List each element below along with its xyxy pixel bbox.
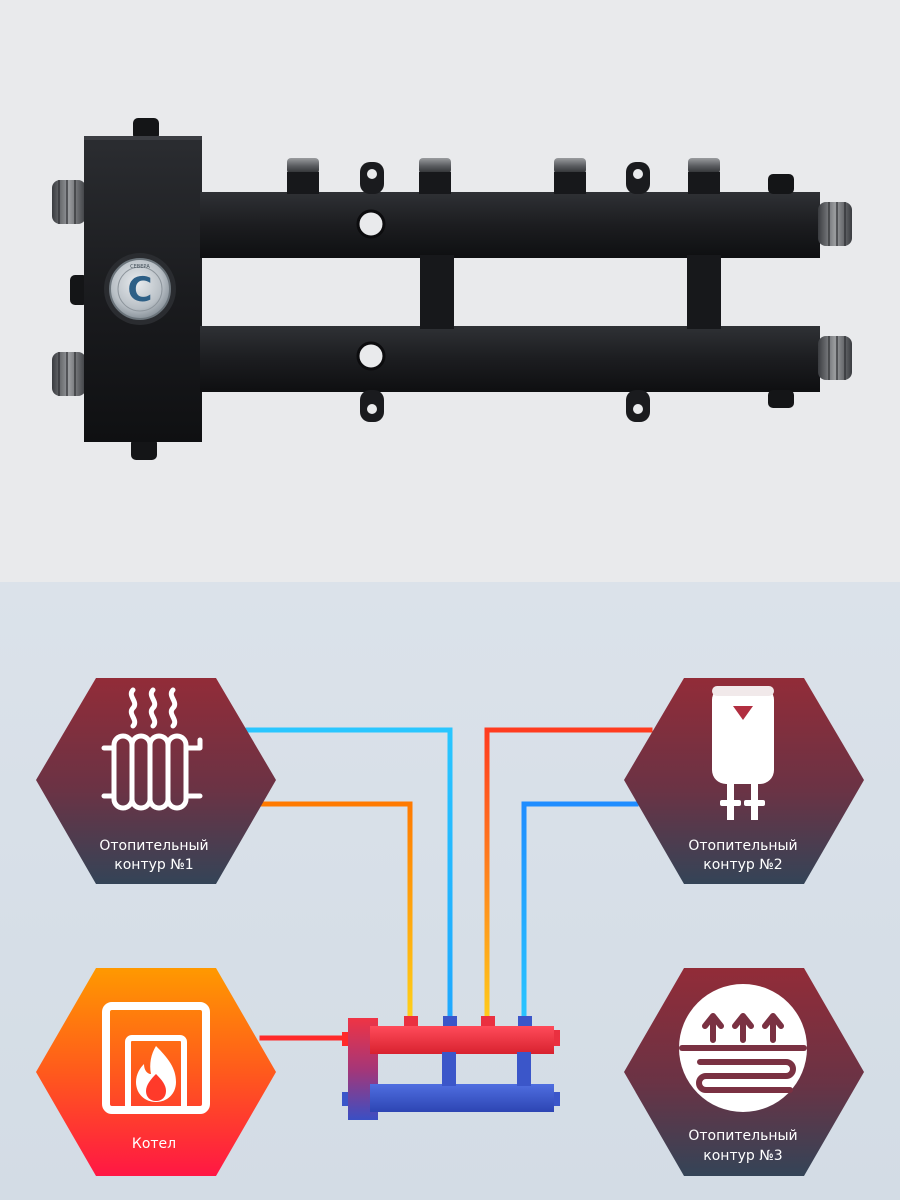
manifold-supply-bar (370, 1026, 554, 1054)
hydraulic-manifold-product: C СЕВЕРА (52, 118, 852, 460)
right-connector-bottom (818, 336, 852, 380)
pipe-network (245, 727, 653, 1101)
drain-plug (768, 390, 794, 408)
pipe-circuit1-supply (259, 801, 413, 1023)
mount-tab-top-1 (360, 162, 384, 194)
floor-heating-icon (679, 984, 807, 1112)
mount-hole-bottom (356, 341, 386, 371)
boiler-flame-icon (102, 1002, 210, 1114)
mount-tab-bottom-2 (626, 390, 650, 422)
pipe-circuit1-return (245, 727, 453, 1023)
mount-tab-bottom-1 (360, 390, 384, 422)
left-connector-bottom (52, 352, 86, 396)
top-plug (133, 118, 159, 140)
circuit-3-label-line2: контур №3 (703, 1148, 782, 1164)
mount-tab-top-2 (626, 162, 650, 194)
outlet-4 (688, 158, 720, 194)
brand-logo: C СЕВЕРА (104, 253, 176, 325)
bypass-pipe-2 (687, 255, 721, 329)
node-circuit-1: Отопительный контур №1 (36, 678, 276, 884)
water-heater-icon (712, 686, 774, 820)
air-vent-plug (768, 174, 794, 194)
circuit-3-label-line1: Отопительный (688, 1128, 797, 1144)
node-boiler: Котел (36, 968, 276, 1176)
pipe-circuit2-return (521, 801, 639, 1023)
logo-letter: C (128, 270, 153, 310)
radiator-icon (101, 687, 203, 811)
right-connector-top (818, 202, 852, 246)
circuit-1-label-line2: контур №1 (114, 857, 193, 873)
circuit-1-label-line1: Отопительный (99, 838, 208, 854)
circuit-2-label-line2: контур №2 (703, 857, 782, 873)
outlet-1 (287, 158, 319, 194)
manifold-schematic (342, 1016, 560, 1120)
node-circuit-2: Отопительный контур №2 (624, 678, 864, 884)
boiler-label: Котел (132, 1136, 176, 1152)
pipe-circuit2-supply (484, 727, 653, 1023)
bottom-plug (131, 438, 157, 460)
manifold-return-bar (370, 1084, 554, 1112)
logo-ring-text: СЕВЕРА (130, 264, 150, 270)
bypass-pipe-1 (420, 255, 454, 329)
node-circuit-3: Отопительный контур №3 (624, 968, 864, 1176)
supply-bar (200, 192, 820, 258)
return-bar (200, 326, 820, 392)
left-middle-plug (70, 275, 88, 305)
left-connector-top (52, 180, 86, 224)
outlet-2 (419, 158, 451, 194)
outlet-3 (554, 158, 586, 194)
circuit-2-label-line1: Отопительный (688, 838, 797, 854)
mount-hole-top (356, 209, 386, 239)
